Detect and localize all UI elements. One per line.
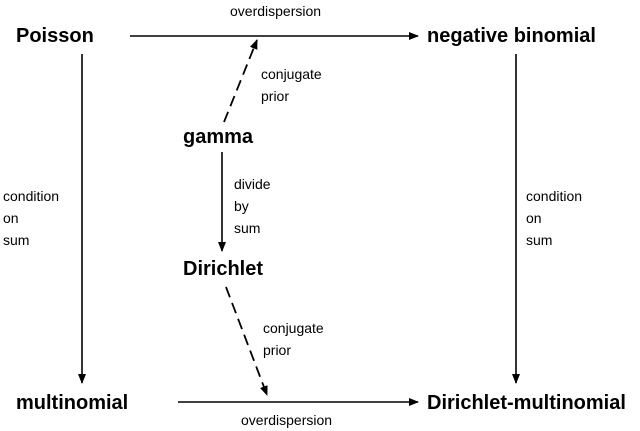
node-negative-binomial: negative binomial xyxy=(427,25,596,47)
label-right-condition-on-sum: condition on sum xyxy=(526,185,582,251)
label-upper-conjugate-prior-line: conjugate xyxy=(261,66,322,82)
label-lower-conjugate-prior: conjugate prior xyxy=(263,317,324,361)
node-multinomial: multinomial xyxy=(16,392,129,414)
label-upper-conjugate-prior-line: prior xyxy=(261,88,290,104)
label-divide-by-sum-line: by xyxy=(234,198,249,214)
edge-gamma-conjugate-prior-dashed xyxy=(223,39,258,123)
label-right-condition-on-sum-line: condition xyxy=(526,188,583,204)
label-top-overdispersion: overdispersion xyxy=(230,3,322,19)
node-dirichlet-multinomial: Dirichlet-multinomial xyxy=(427,392,626,414)
label-upper-conjugate-prior: conjugate prior xyxy=(261,63,322,107)
node-poisson: Poisson xyxy=(16,25,94,47)
edge-dirichlet-conjugate-prior-dashed xyxy=(225,286,268,396)
label-left-condition-on-sum-line: on xyxy=(3,210,19,226)
label-right-condition-on-sum-line: on xyxy=(526,210,542,226)
label-right-condition-on-sum-line: sum xyxy=(526,232,553,248)
label-divide-by-sum-line: divide xyxy=(234,176,271,192)
label-bottom-overdispersion: overdispersion xyxy=(241,412,333,428)
label-left-condition-on-sum-line: sum xyxy=(3,232,30,248)
label-divide-by-sum-line: sum xyxy=(234,220,261,236)
node-gamma: gamma xyxy=(183,126,254,148)
label-lower-conjugate-prior-line: prior xyxy=(263,342,292,358)
label-left-condition-on-sum-line: condition xyxy=(3,188,60,204)
label-left-condition-on-sum: condition on sum xyxy=(3,185,59,251)
label-lower-conjugate-prior-line: conjugate xyxy=(263,320,324,336)
node-dirichlet: Dirichlet xyxy=(183,258,264,280)
label-divide-by-sum: divide by sum xyxy=(234,173,271,239)
